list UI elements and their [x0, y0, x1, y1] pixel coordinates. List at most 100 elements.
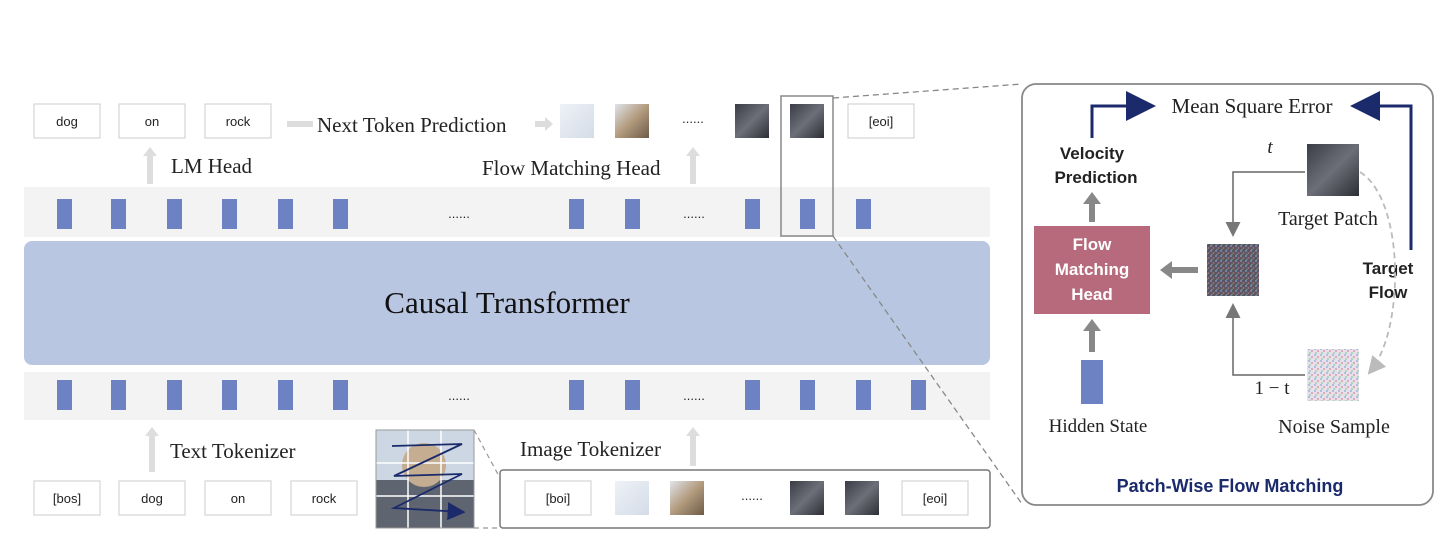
- input-embedding-token: [856, 380, 871, 410]
- head-label-line1: Flow: [1073, 235, 1112, 254]
- image-start-token-box: [524, 480, 592, 516]
- head-to-velocity-arrowhead: [1083, 192, 1101, 204]
- image-start-token: [boi]: [546, 491, 571, 506]
- hidden-state-ellipsis: ......: [683, 206, 705, 221]
- hidden-state-token: [111, 199, 126, 229]
- output-patch-sky: [560, 104, 594, 138]
- output-patch-rock-2: [790, 104, 824, 138]
- target-patch-image: [1307, 144, 1359, 196]
- causal-transformer-block: [24, 241, 990, 365]
- input-embedding-ellipsis: ......: [448, 388, 470, 403]
- output-end-token-box: [847, 103, 915, 139]
- hidden-state-token: [222, 199, 237, 229]
- input-embedding-token: [333, 380, 348, 410]
- output-token-box: [204, 103, 272, 139]
- input-text-token-row: [bos] dog on rock: [33, 480, 358, 516]
- input-embedding-token: [278, 380, 293, 410]
- target-patch-label: Target Patch: [1278, 208, 1378, 230]
- target-flow-to-mse-arrow: [1350, 91, 1413, 250]
- bottom-input-embeddings: ...... ......: [57, 380, 926, 410]
- head-label-line3: Head: [1071, 285, 1113, 304]
- hidden-state-token: [278, 199, 293, 229]
- input-patch-dog: [670, 481, 704, 515]
- input-token-on: on: [231, 491, 245, 506]
- hidden-state-token: [856, 199, 871, 229]
- image-tokenizer-arrowhead: [686, 427, 700, 436]
- output-patch-dog: [615, 104, 649, 138]
- output-token-dog: dog: [56, 114, 78, 129]
- target-flow-line2: Flow: [1369, 283, 1408, 302]
- source-image-grid: [376, 430, 474, 528]
- noisy-to-head-arrowhead: [1160, 261, 1172, 279]
- image-end-token-box: [901, 480, 969, 516]
- output-image-patches: ......: [560, 104, 824, 138]
- input-embedding-token: [111, 380, 126, 410]
- input-token-box: [290, 480, 358, 516]
- input-embedding-token: [745, 380, 760, 410]
- input-embedding-token: [167, 380, 182, 410]
- input-embedding-token: [57, 380, 72, 410]
- raster-scan-arrows: [390, 443, 466, 521]
- velocity-to-mse-arrow: [1090, 91, 1156, 138]
- noise-sample-image: [1307, 349, 1359, 401]
- output-token-on: on: [145, 114, 159, 129]
- input-token-box: [204, 480, 272, 516]
- flow-matching-head-label: Flow Matching Head: [482, 156, 661, 180]
- panel-title: Patch-Wise Flow Matching: [1117, 476, 1344, 496]
- image-tokenizer-label: Image Tokenizer: [520, 437, 661, 461]
- input-embedding-token: [800, 380, 815, 410]
- input-embedding-token: [222, 380, 237, 410]
- hidden-state-label: Hidden State: [1049, 416, 1148, 437]
- hidden-state-token: [625, 199, 640, 229]
- tokenizer-connector: [473, 429, 501, 529]
- one-minus-t-label: 1 − t: [1255, 378, 1291, 399]
- hidden-state-ellipsis: ......: [448, 206, 470, 221]
- input-embedding-token: [625, 380, 640, 410]
- hidden-to-head-arrowhead: [1083, 319, 1101, 331]
- source-image: [375, 429, 475, 529]
- output-token-box: [118, 103, 186, 139]
- selected-patch-highlight: [780, 95, 834, 237]
- input-token-rock: rock: [312, 491, 337, 506]
- target-flow-line1: Target: [1363, 259, 1414, 278]
- hidden-state-token: [800, 199, 815, 229]
- hidden-state-token: [745, 199, 760, 229]
- input-token-box: [118, 480, 186, 516]
- input-embedding-ellipsis: ......: [683, 388, 705, 403]
- lm-head-arrowhead: [143, 147, 157, 156]
- hidden-state-token: [569, 199, 584, 229]
- t-label: t: [1267, 137, 1273, 158]
- source-image-border: [375, 429, 475, 529]
- input-patch-ellipsis: ......: [741, 488, 763, 503]
- target-to-noisy-line: [1225, 171, 1305, 237]
- text-tokenizer-arrowhead: [145, 427, 159, 436]
- output-token-box: [33, 103, 101, 139]
- flow-matching-head-block: [1034, 226, 1150, 314]
- lm-head-label: LM Head: [171, 154, 253, 178]
- image-end-token: [eoi]: [923, 491, 948, 506]
- input-patch-rock-1: [790, 481, 824, 515]
- velocity-prediction-line1: Velocity: [1060, 144, 1125, 163]
- output-patch-ellipsis: ......: [682, 111, 704, 126]
- hidden-state-token: [333, 199, 348, 229]
- output-patch-rock-1: [735, 104, 769, 138]
- input-token-bos: [bos]: [53, 491, 81, 506]
- next-token-arrow-left: [287, 121, 313, 127]
- input-patch-rock-2: [845, 481, 879, 515]
- mse-label: Mean Square Error: [1172, 94, 1333, 118]
- bottom-input-strip: [24, 372, 990, 420]
- top-hidden-state-strip: [24, 187, 990, 237]
- noise-sample-label: Noise Sample: [1278, 416, 1390, 438]
- noisy-interpolated-patch: [1207, 244, 1259, 296]
- next-token-prediction-label: Next Token Prediction: [317, 113, 507, 137]
- zoom-connector-top: [832, 83, 1023, 99]
- source-image-rock: [376, 480, 474, 528]
- causal-transformer-label: Causal Transformer: [384, 285, 630, 320]
- output-token-rock: rock: [226, 114, 251, 129]
- noise-to-noisy-line: [1225, 303, 1305, 376]
- hidden-state-token: [167, 199, 182, 229]
- top-hidden-states: ...... ......: [57, 199, 871, 229]
- output-text-token-row: dog on rock: [33, 103, 272, 139]
- zoom-connector-bottom: [832, 235, 1023, 505]
